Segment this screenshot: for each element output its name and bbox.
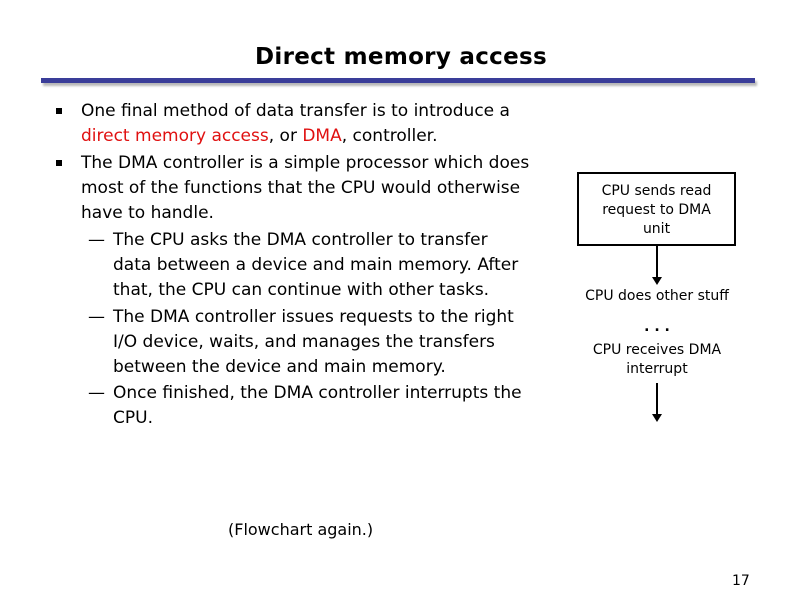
sub-line: data between a device and main memory. A… [113,255,519,275]
sub-line: CPU. [113,408,153,428]
bullet-line: The DMA controller is a simple processor… [81,153,530,173]
arrow-down-icon [652,414,662,422]
bullet-text: One final method of data transfer is to … [81,99,551,149]
title-underline [41,78,755,83]
flow-step-other: CPU does other stuff [585,288,729,304]
arrow-down-icon [652,277,662,285]
dash-marker: — [88,307,105,327]
flowchart-box: CPU sends read request to DMA unit [577,172,736,246]
sub-line: The CPU asks the DMA controller to trans… [113,230,488,250]
sub-line: between the device and main memory. [113,357,446,377]
bullet-text: The DMA controller is a simple processor… [81,151,551,226]
box-line: request to DMA [602,202,711,218]
sub-point-text: The DMA controller issues requests to th… [113,305,543,380]
flow-line: CPU receives DMA [592,342,722,358]
flow-ellipsis: . . . [644,319,670,335]
box-line: CPU sends read [601,183,712,199]
flow-step-interrupt: CPU receives DMA interrupt [572,341,742,379]
bullet-line: direct memory access, or DMA, controller… [81,124,551,149]
sub-point-text: The CPU asks the DMA controller to trans… [113,228,543,303]
text-run: , controller. [341,126,438,146]
bullet-line: have to handle. [81,203,214,223]
sub-line: that, the CPU can continue with other ta… [113,280,490,300]
dash-marker: — [88,230,105,250]
slide-title: Direct memory access [255,44,547,70]
sub-line: I/O device, waits, and manages the trans… [113,332,495,352]
box-line: unit [642,221,671,237]
bullet-line: most of the functions that the CPU would… [81,178,521,198]
page-number: 17 [732,573,750,589]
arrow-shaft [656,246,658,279]
bullet-line: One final method of data transfer is to … [81,99,551,124]
bullet-marker [56,160,62,166]
flowchart-caption: (Flowchart again.) [228,520,374,539]
highlight-term: direct memory access [81,126,269,146]
flow-line: interrupt [626,361,688,377]
arrow-shaft [656,383,658,416]
dash-marker: — [88,383,105,403]
text-run: , or [268,126,303,146]
bullet-marker [56,108,62,114]
highlight-term: DMA [302,126,342,146]
sub-line: Once finished, the DMA controller interr… [113,383,522,403]
sub-point-text: Once finished, the DMA controller interr… [113,381,543,431]
sub-line: The DMA controller issues requests to th… [113,307,514,327]
text-run: One final method of data transfer is to … [81,101,510,121]
